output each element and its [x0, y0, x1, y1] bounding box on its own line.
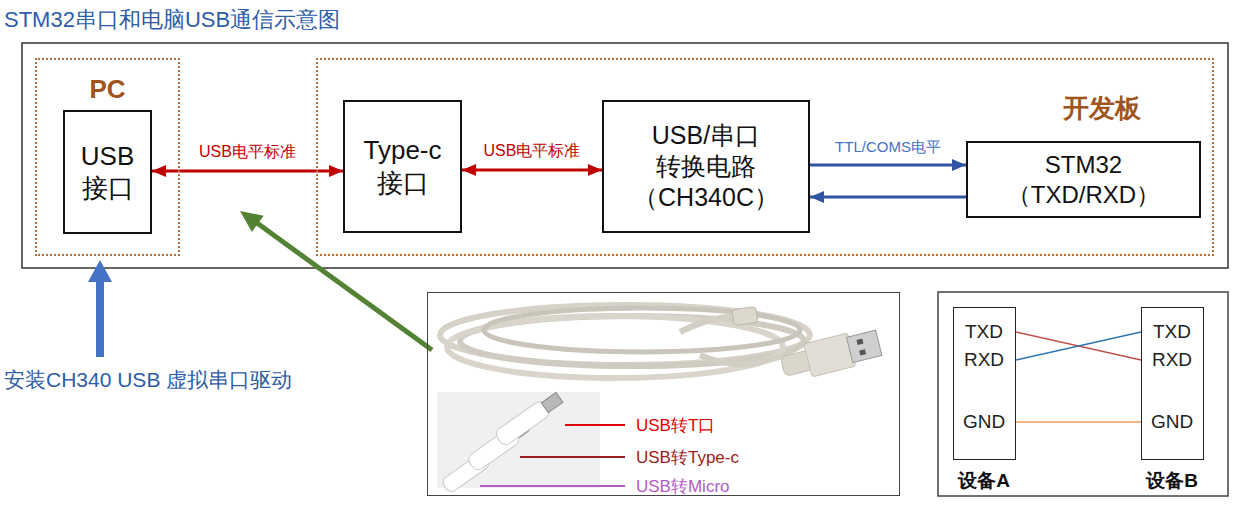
board-region: 开发板 Type-c 接口 USB/串口 转换电路 （CH340C） STM32 （T… [316, 58, 1214, 256]
connector-t [494, 390, 565, 447]
usb-a-plug [779, 326, 883, 383]
pin-name: GND [954, 411, 1014, 433]
device-name: 设备B [1126, 470, 1218, 492]
plug-hole [856, 339, 863, 345]
box-label: USB/串口 转换电路 （CH340C） [622, 120, 790, 214]
driver-arrow [88, 260, 112, 357]
region-heading: 开发板 [1056, 93, 1148, 123]
leader-line [565, 424, 625, 426]
micro-plug [732, 306, 758, 325]
pin-name: TXD [1142, 321, 1202, 343]
pin-name: TXD [954, 321, 1014, 343]
cable-caption: USB转Type-c [636, 448, 739, 468]
connector-tip [541, 392, 563, 412]
port-box: Type-c 接口 [343, 100, 462, 233]
edge-label: USB电平标准 [482, 141, 583, 161]
cable-pointer-head [240, 211, 264, 232]
signal-arrow [810, 196, 966, 199]
plug-hole [859, 349, 866, 355]
driver-note: 安装CH340 USB 虚拟串口驱动 [4, 367, 292, 393]
device-box: TXDRXDGND设备B [1141, 307, 1204, 460]
device-box: TXDRXDGND设备A [953, 307, 1016, 460]
connector-body [494, 399, 552, 447]
leader-line [520, 456, 625, 458]
box-label: Type-c 接口 [357, 134, 449, 199]
signal-wire [1016, 332, 1141, 360]
edge-label: USB电平标准 [197, 142, 298, 162]
device-name: 设备A [938, 470, 1030, 492]
box-label: USB 接口 [77, 140, 139, 205]
region-heading: PC [37, 74, 178, 104]
cable-panel: USB转T口 USB转Type-cUSB转Micro [427, 292, 900, 496]
wiring-panel [938, 292, 1228, 496]
port-box: USB 接口 [63, 110, 152, 234]
pc-region: PC USB 接口 [35, 58, 180, 256]
plug-shell [847, 330, 882, 362]
mcu-box: STM32 （TXD/RXD） [966, 141, 1201, 218]
signal-wire [1016, 332, 1141, 360]
signal-arrow [152, 170, 343, 173]
cable-end [680, 316, 735, 332]
pin-name: RXD [954, 349, 1014, 371]
box-label: STM32 （TXD/RXD） [989, 150, 1179, 210]
diagram-title: STM32串口和电脑USB通信示意图 [4, 6, 340, 34]
cable-caption: USB转Micro [636, 477, 730, 497]
leader-line [480, 485, 625, 487]
outer-frame [22, 43, 1228, 268]
signal-arrow [810, 164, 966, 167]
edge-label: TTL/COMS电平 [833, 137, 943, 157]
pin-name: RXD [1142, 349, 1202, 371]
signal-arrow [462, 169, 602, 172]
signal-wire [1016, 421, 1141, 423]
cable-pointer-line [257, 223, 432, 350]
cable-end [700, 354, 790, 364]
converter-box: USB/串口 转换电路 （CH340C） [602, 100, 810, 233]
cable-caption: USB转T口 [636, 416, 715, 436]
pin-name: GND [1142, 411, 1202, 433]
